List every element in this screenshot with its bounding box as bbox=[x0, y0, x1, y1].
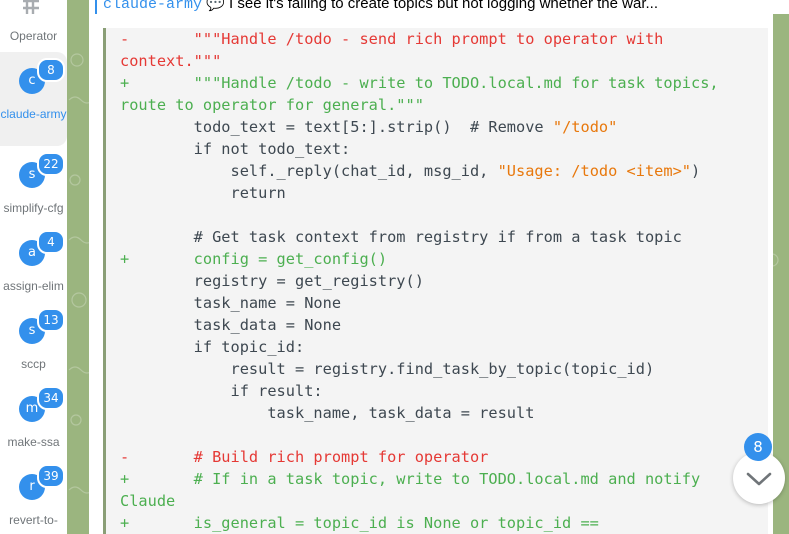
code-line: # Get task context from registry if from… bbox=[120, 226, 682, 248]
folder-sidebar: Operator c 8 claude-army s 22 simplify-c… bbox=[0, 0, 68, 534]
code-text: + """Handle /todo - write to TODO.local.… bbox=[120, 74, 719, 92]
code-text: task_name = None bbox=[120, 294, 342, 312]
code-line: result = registry.find_task_by_topic(top… bbox=[120, 358, 655, 380]
code-line: + is_general = topic_id is None or topic… bbox=[120, 512, 599, 534]
folder-label: Operator bbox=[9, 29, 58, 43]
folder-simplify-cfg[interactable]: s 22 simplify-cfg bbox=[0, 146, 67, 224]
code-text: task_data = None bbox=[120, 316, 342, 334]
code-text: Claude bbox=[120, 492, 176, 510]
chat-area: claude-army 💬 I see it's failing to crea… bbox=[67, 0, 789, 534]
sender-name: claude-army bbox=[103, 0, 203, 13]
code-line: - # Build rich prompt for operator bbox=[120, 446, 488, 468]
folder-label: claude-army bbox=[0, 107, 67, 121]
unread-badge: 13 bbox=[37, 308, 65, 332]
code-text: - """Handle /todo - send rich prompt to … bbox=[120, 30, 664, 48]
folder-operator[interactable]: Operator bbox=[0, 0, 67, 52]
folder-label: revert-to- bbox=[9, 513, 58, 527]
code-line: todo_text = text[5:].strip() # Remove "/… bbox=[120, 116, 618, 138]
chevron-down-icon bbox=[746, 472, 772, 486]
unread-badge: 34 bbox=[37, 386, 65, 410]
code-text: result = registry.find_task_by_topic(top… bbox=[120, 360, 655, 378]
code-text: todo_text = text[5:].strip() # Remove bbox=[120, 118, 553, 136]
code-string: "Usage: /todo <item>" bbox=[497, 162, 691, 180]
folder-sccp[interactable]: s 13 sccp bbox=[0, 302, 67, 380]
code-text: self._reply(chat_id, msg_id, bbox=[120, 162, 498, 180]
code-text: - # Build rich prompt for operator bbox=[120, 448, 489, 466]
code-line: - """Handle /todo - send rich prompt to … bbox=[120, 28, 663, 50]
unread-badge: 4 bbox=[37, 230, 65, 254]
code-text: if not todo_text: bbox=[120, 140, 351, 158]
code-text: context.""" bbox=[120, 52, 222, 70]
unread-badge: 39 bbox=[37, 464, 65, 488]
code-text: route to operator for general.""" bbox=[120, 96, 424, 114]
code-text: # Get task context from registry if from… bbox=[120, 228, 682, 246]
reply-accent-bar bbox=[95, 0, 97, 14]
code-line: task_name, task_data = result bbox=[120, 402, 534, 424]
code-text: registry = get_registry() bbox=[120, 272, 424, 290]
code-line: + # If in a task topic, write to TODO.lo… bbox=[120, 468, 700, 490]
code-line: return bbox=[120, 182, 286, 204]
folder-label: make-ssa bbox=[7, 435, 60, 449]
code-tail: ) bbox=[691, 162, 701, 180]
code-string: "/todo" bbox=[552, 118, 618, 136]
code-line: + config = get_config() bbox=[120, 248, 387, 270]
code-text: + config = get_config() bbox=[120, 250, 388, 268]
folder-label: simplify-cfg bbox=[3, 201, 64, 215]
code-text: if topic_id: bbox=[120, 338, 305, 356]
message-preview: 💬 I see it's failing to create topics bu… bbox=[206, 0, 658, 12]
folder-label: sccp bbox=[21, 357, 46, 371]
code-line: + """Handle /todo - write to TODO.local.… bbox=[120, 72, 719, 94]
message-header[interactable]: claude-army 💬 I see it's failing to crea… bbox=[89, 0, 789, 14]
code-line: route to operator for general.""" bbox=[120, 94, 424, 116]
folder-assign-elim[interactable]: a 4 assign-elim bbox=[0, 224, 67, 302]
code-text: if result: bbox=[120, 382, 323, 400]
code-line: if result: bbox=[120, 380, 323, 402]
message-bubble: - """Handle /todo - send rich prompt to … bbox=[89, 14, 773, 534]
code-line: registry = get_registry() bbox=[120, 270, 424, 292]
folder-revert-to[interactable]: r 39 revert-to- bbox=[0, 458, 67, 534]
code-text: + # If in a task topic, write to TODO.lo… bbox=[120, 470, 701, 488]
folder-icon bbox=[23, 0, 39, 14]
folder-make-ssa[interactable]: m 34 make-ssa bbox=[0, 380, 67, 458]
folder-claude-army[interactable]: c 8 claude-army bbox=[0, 52, 67, 146]
unread-badge: 22 bbox=[37, 152, 65, 176]
code-line: task_name = None bbox=[120, 292, 341, 314]
code-line: context.""" bbox=[120, 50, 221, 72]
code-line: Claude bbox=[120, 490, 175, 512]
code-line: if topic_id: bbox=[120, 336, 305, 358]
unread-count-badge: 8 bbox=[744, 433, 772, 461]
code-line: task_data = None bbox=[120, 314, 341, 336]
code-block: - """Handle /todo - send rich prompt to … bbox=[103, 28, 768, 534]
code-line: self._reply(chat_id, msg_id, "Usage: /to… bbox=[120, 160, 701, 182]
code-line: if not todo_text: bbox=[120, 138, 351, 160]
code-text: task_name, task_data = result bbox=[120, 404, 535, 422]
code-text: + is_general = topic_id is None or topic… bbox=[120, 514, 599, 532]
folder-label: assign-elim bbox=[3, 279, 64, 293]
code-text: return bbox=[120, 184, 286, 202]
unread-badge: 8 bbox=[37, 58, 65, 82]
